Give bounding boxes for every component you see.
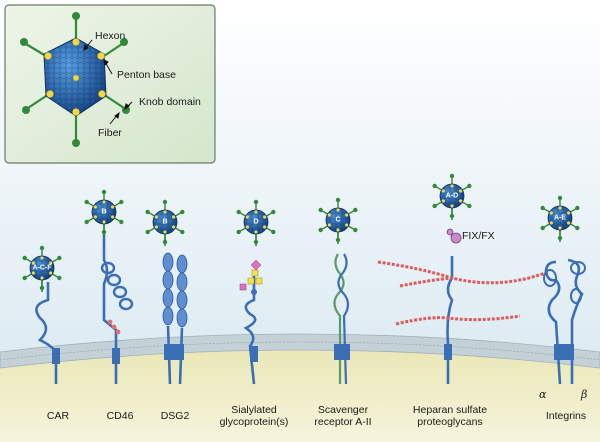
- hs-chain-lower: [395, 314, 521, 326]
- receptor-scavenger: [333, 253, 350, 385]
- virion-sialylated: [236, 199, 276, 246]
- virion-serotype-car: A-C-F: [32, 264, 52, 272]
- dsg2-domains: [162, 252, 188, 328]
- label-scavenger: Scavenger receptor A-II: [314, 404, 372, 428]
- virion-serotype-dsg2: B: [162, 218, 168, 226]
- sialylated-chain: [243, 272, 257, 385]
- integrin-beta-chain: [567, 258, 584, 384]
- integrin-loops: [543, 261, 586, 304]
- virion-car: [22, 245, 62, 292]
- knob-domains: [20, 12, 130, 147]
- label-fix-fx: FIX/FX: [462, 230, 495, 242]
- car-tm: [52, 348, 60, 364]
- label-penton-base: Penton base: [117, 69, 176, 81]
- inset-frame: [4, 4, 216, 164]
- hs-chain-upper: [377, 260, 549, 285]
- label-fiber: Fiber: [98, 127, 122, 139]
- virion-heparan: [432, 173, 472, 220]
- glycan-tree: [239, 259, 263, 295]
- car-chain: [35, 282, 58, 384]
- label-car: CAR: [46, 410, 70, 422]
- penton-bases: [44, 38, 106, 116]
- virus-layer: [22, 173, 580, 292]
- hs-chain-mid: [399, 276, 453, 288]
- virion-serotype-cd46: B: [101, 208, 107, 216]
- label-dsg2: DSG2: [160, 410, 190, 422]
- receptor-sialylated: [239, 259, 263, 385]
- virion-scavenger: [318, 197, 358, 244]
- scavenger-tm: [334, 344, 350, 360]
- receptor-cd46: [100, 232, 134, 384]
- virion-dsg2: [145, 199, 185, 246]
- cd46-tm: [112, 348, 120, 364]
- fiber-shafts: [25, 18, 125, 140]
- sialylated-tm: [250, 346, 258, 362]
- fix-fx-factor: [450, 232, 462, 244]
- label-hexon: Hexon: [95, 30, 126, 42]
- heparan-core: [446, 256, 454, 384]
- label-knob-domain: Knob domain: [139, 96, 201, 108]
- receptor-integrins: [543, 258, 586, 385]
- virion-serotype-scavenger: C: [335, 216, 341, 224]
- virion-serotype-heparan: A-D: [445, 192, 459, 200]
- label-cd46: CD46: [106, 410, 134, 422]
- dsg2-tm: [164, 344, 184, 360]
- label-alpha: α: [539, 388, 547, 401]
- virion-serotype-integrins: A-E: [553, 214, 567, 222]
- inset-arrows: [83, 39, 133, 125]
- integrin-tm: [554, 344, 574, 360]
- receptor-car: [35, 282, 60, 384]
- cd46-scr-domains: [100, 261, 134, 311]
- label-integrins: Integrins: [545, 410, 587, 422]
- virion-large: [20, 12, 130, 147]
- virion-integrins: [540, 195, 580, 242]
- label-sialylated: Sialylated glycoprotein(s): [219, 404, 289, 428]
- receptor-dsg2: [162, 252, 188, 385]
- virion-cd46: [84, 189, 124, 236]
- receptor-heparan: [377, 228, 549, 384]
- label-beta: β: [581, 388, 588, 401]
- label-heparan: Heparan sulfate proteoglycans: [412, 404, 488, 428]
- scavenger-helix-a: [333, 253, 345, 384]
- virion-serotype-sialylated: D: [253, 218, 259, 226]
- cell-cytoplasm: [0, 343, 600, 442]
- scavenger-helix-b: [337, 253, 350, 385]
- fix-fx-factor-small: [446, 228, 454, 236]
- cd46-beads: [107, 319, 121, 335]
- membrane-midline: [0, 341, 600, 361]
- heparan-tm: [444, 344, 452, 360]
- adenovirus-structure-inset: [4, 4, 216, 164]
